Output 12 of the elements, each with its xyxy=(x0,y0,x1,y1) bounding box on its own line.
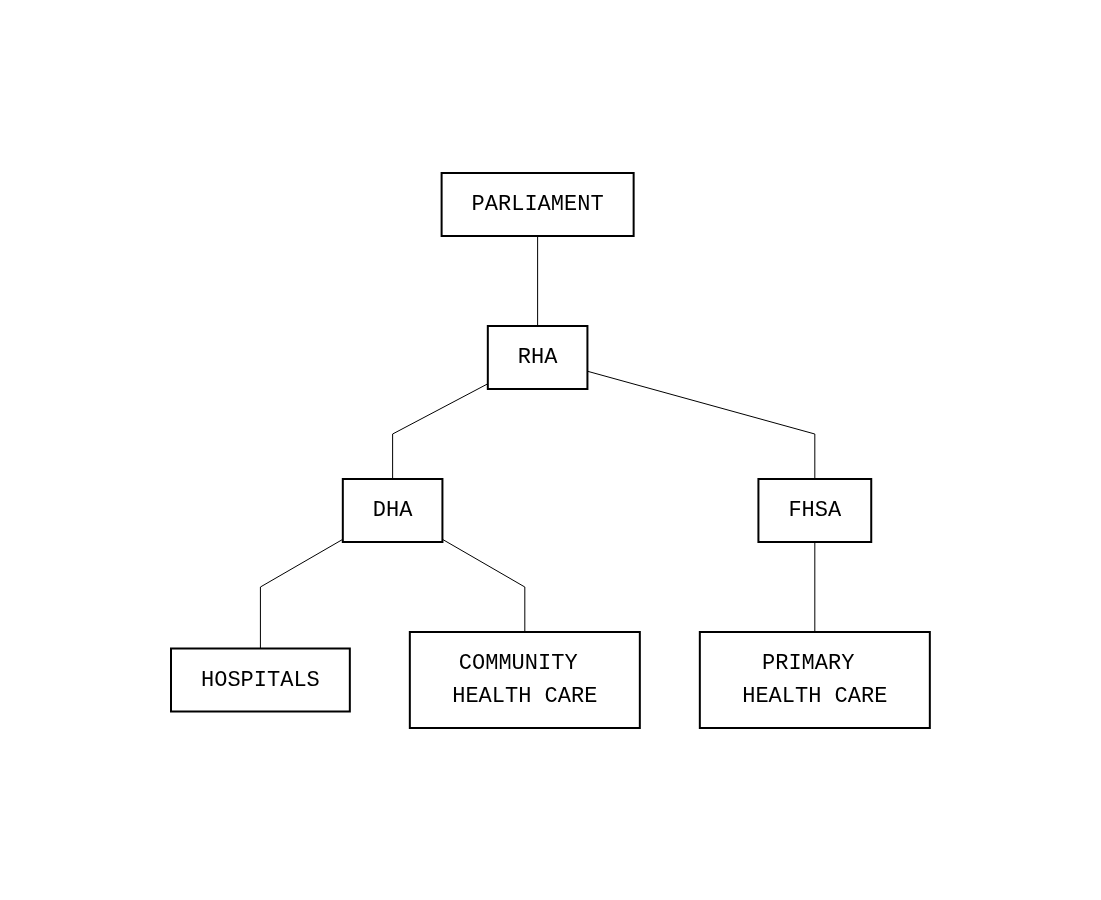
connector xyxy=(587,370,816,479)
node-box: PRIMARY HEALTH CARE xyxy=(698,630,931,729)
node-box: HOSPITALS xyxy=(170,647,351,712)
node-box: COMMUNITY HEALTH CARE xyxy=(408,630,641,729)
connector xyxy=(442,538,526,632)
connector xyxy=(537,235,539,326)
node-box: DHA xyxy=(341,477,444,543)
connector xyxy=(814,541,816,632)
node-box: PARLIAMENT xyxy=(440,171,635,237)
node-box: FHSA xyxy=(757,477,873,543)
connector xyxy=(260,538,344,649)
node-box: RHA xyxy=(486,324,589,390)
